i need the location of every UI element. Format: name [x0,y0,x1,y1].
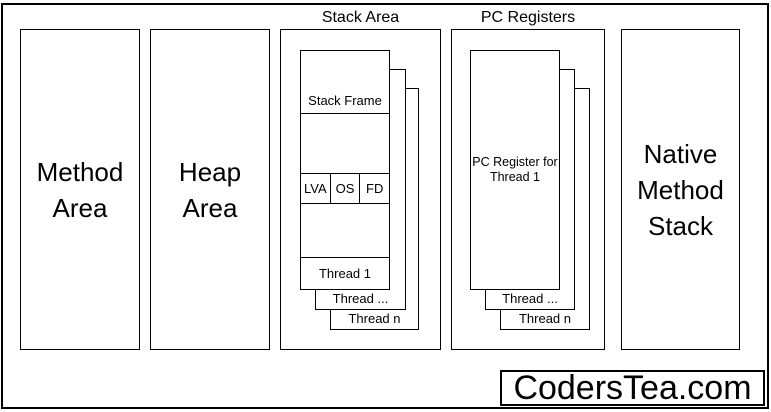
pc-registers-title: PC Registers [480,9,576,26]
stack-frame-section: Stack Frame [301,51,389,114]
fd-cell: FD [366,180,384,196]
stack-thread-1-box: Stack Frame LVA OS FD Thread 1 [300,50,390,290]
pc-thread-n-label: Thread n [518,311,572,326]
stack-area-title: Stack Area [321,9,400,26]
stack-frame-label: Stack Frame [308,93,382,108]
thread-1-label: Thread 1 [301,257,389,289]
diagram-outer-frame [1,3,769,409]
pc-register-label: PC Register for Thread 1 [472,155,557,185]
native-method-stack-label-line1: Native [643,138,718,169]
pc-register-thread-1-box: PC Register for Thread 1 [470,50,560,290]
native-method-stack-label-line2: Method [637,174,724,205]
native-method-stack-label-line3: Stack [647,210,714,241]
stack-lower-empty-section [301,204,389,257]
heap-area-label-line1: Heap [178,156,242,187]
stack-thread-dots-label: Thread ... [332,291,389,306]
os-cell: OS [329,174,361,203]
stack-frame-empty-section [301,114,389,174]
pc-thread-dots-label: Thread ... [502,291,558,306]
native-method-stack-box: Native Method Stack [621,29,740,350]
method-area-label-line2: Area [52,192,108,223]
method-area-label-line1: Method [36,156,124,187]
pc-register-label-line1: PC Register for [472,155,558,169]
pc-register-label-line2: Thread 1 [489,170,540,184]
stack-frame-cells-row: LVA OS FD [301,174,389,204]
heap-area-label-line2: Area [182,192,238,223]
watermark-text: CodersTea.com [513,369,752,407]
stack-thread-n-label: Thread n [348,311,401,326]
watermark-box: CodersTea.com [500,370,765,406]
heap-area-box: Heap Area [150,29,270,350]
method-area-box: Method Area [20,29,140,350]
lva-cell: LVA [304,180,327,196]
